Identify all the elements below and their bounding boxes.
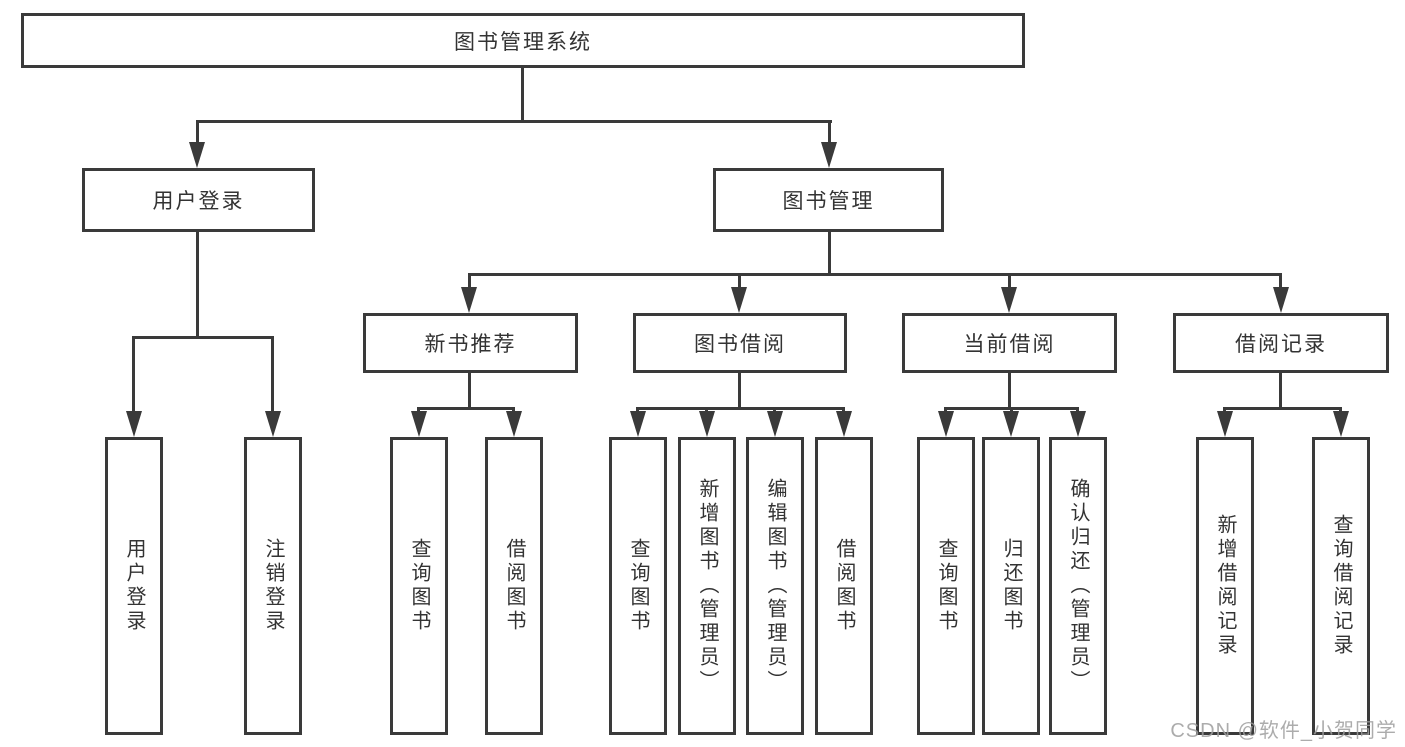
arrowhead-icon <box>731 287 747 313</box>
leaf-newbook-query: 查询图书 <box>390 437 448 735</box>
leaf-current-query-label: 查询图书 <box>935 538 957 634</box>
node-current-borrow-label: 当前借阅 <box>963 333 1056 356</box>
leaf-current-confirm-admin-label: 确认归还（管理员） <box>1067 478 1089 694</box>
arrowhead-icon <box>189 142 205 168</box>
arrowhead-icon <box>1070 411 1086 437</box>
node-book-mgmt-label: 图书管理 <box>782 190 875 213</box>
arrowhead-icon <box>411 411 427 437</box>
connector-line <box>417 407 515 410</box>
connector-line <box>521 68 524 120</box>
connector-line <box>1008 373 1011 407</box>
arrowhead-icon <box>1217 411 1233 437</box>
connector-line <box>132 336 273 339</box>
leaf-record-query: 查询借阅记录 <box>1312 437 1370 735</box>
arrowhead-icon <box>699 411 715 437</box>
leaf-borrow-add-admin: 新增图书（管理员） <box>678 437 736 735</box>
connector-line <box>196 120 199 146</box>
arrowhead-icon <box>126 411 142 437</box>
arrowhead-icon <box>461 287 477 313</box>
leaf-record-add: 新增借阅记录 <box>1196 437 1254 735</box>
arrowhead-icon <box>938 411 954 437</box>
leaf-current-query: 查询图书 <box>917 437 975 735</box>
leaf-record-query-label: 查询借阅记录 <box>1330 514 1352 658</box>
node-current-borrow: 当前借阅 <box>902 313 1117 373</box>
arrowhead-icon <box>265 411 281 437</box>
connector-line <box>196 120 832 123</box>
leaf-borrow-query: 查询图书 <box>609 437 667 735</box>
node-new-book: 新书推荐 <box>363 313 578 373</box>
connector-line <box>1279 273 1282 291</box>
leaf-record-add-label: 新增借阅记录 <box>1214 514 1236 658</box>
arrowhead-icon <box>1273 287 1289 313</box>
leaf-borrow-edit-admin: 编辑图书（管理员） <box>746 437 804 735</box>
leaf-current-return: 归还图书 <box>982 437 1040 735</box>
connector-line <box>738 273 741 291</box>
leaf-logout: 注销登录 <box>244 437 302 735</box>
arrowhead-icon <box>836 411 852 437</box>
leaf-borrow-add-admin-label: 新增图书（管理员） <box>696 478 718 694</box>
leaf-borrow-book-label: 借阅图书 <box>833 538 855 634</box>
arrowhead-icon <box>1003 411 1019 437</box>
leaf-newbook-borrow-label: 借阅图书 <box>503 538 525 634</box>
node-book-mgmt: 图书管理 <box>713 168 944 232</box>
node-book-borrow: 图书借阅 <box>633 313 847 373</box>
connector-line <box>1279 373 1282 407</box>
node-borrow-record-label: 借阅记录 <box>1235 333 1327 356</box>
connector-line <box>271 336 274 414</box>
connector-line <box>828 232 831 273</box>
node-root: 图书管理系统 <box>21 13 1025 68</box>
connector-line <box>1223 407 1341 410</box>
leaf-current-return-label: 归还图书 <box>1000 538 1022 634</box>
arrowhead-icon <box>1333 411 1349 437</box>
csdn-watermark: CSDN @软件_小贺同学 <box>1170 720 1397 742</box>
connector-line <box>468 373 471 407</box>
node-book-borrow-label: 图书借阅 <box>694 333 786 356</box>
connector-line <box>468 273 471 291</box>
leaf-borrow-book: 借阅图书 <box>815 437 873 735</box>
arrowhead-icon <box>1001 287 1017 313</box>
leaf-current-confirm-admin: 确认归还（管理员） <box>1049 437 1107 735</box>
node-borrow-record: 借阅记录 <box>1173 313 1389 373</box>
node-user-login: 用户登录 <box>82 168 315 232</box>
connector-line <box>1008 273 1011 291</box>
node-user-login-label: 用户登录 <box>152 190 245 213</box>
leaf-borrow-query-label: 查询图书 <box>627 538 649 634</box>
arrowhead-icon <box>630 411 646 437</box>
arrowhead-icon <box>821 142 837 168</box>
connector-line <box>636 407 844 410</box>
connector-line <box>828 120 831 146</box>
connector-line <box>132 336 135 414</box>
arrowhead-icon <box>767 411 783 437</box>
connector-line <box>196 232 199 336</box>
leaf-user-login: 用户登录 <box>105 437 163 735</box>
node-new-book-label: 新书推荐 <box>424 333 517 356</box>
leaf-borrow-edit-admin-label: 编辑图书（管理员） <box>764 478 786 694</box>
leaf-newbook-borrow: 借阅图书 <box>485 437 543 735</box>
arrowhead-icon <box>506 411 522 437</box>
connector-line <box>738 373 741 407</box>
leaf-newbook-query-label: 查询图书 <box>408 538 430 634</box>
leaf-logout-label: 注销登录 <box>262 538 284 634</box>
connector-line <box>468 273 1282 276</box>
leaf-user-login-label: 用户登录 <box>123 538 145 634</box>
node-root-label: 图书管理系统 <box>454 30 592 54</box>
